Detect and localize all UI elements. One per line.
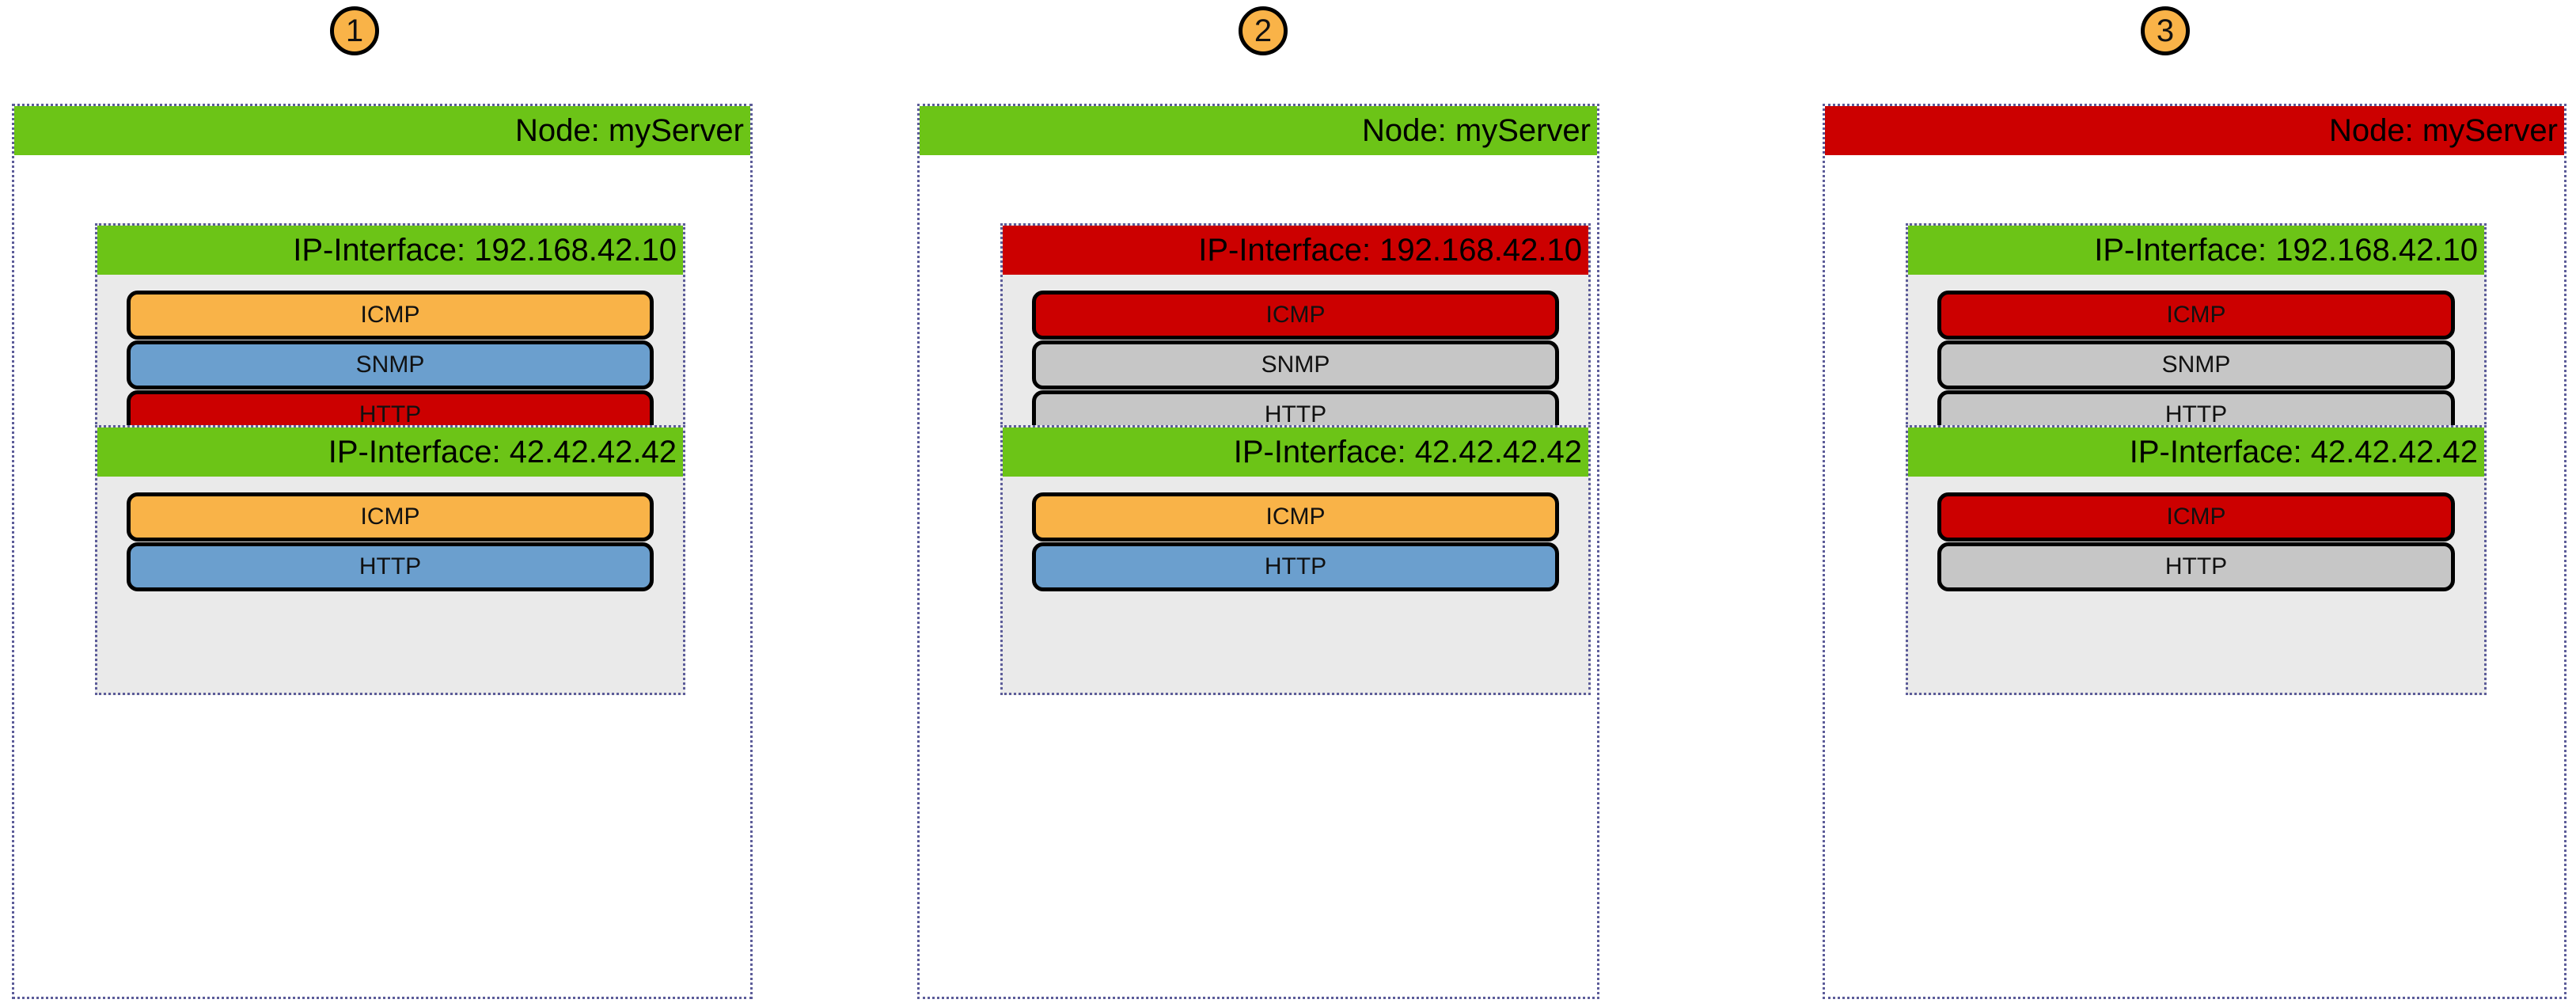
service-pill[interactable]: ICMP — [1032, 492, 1559, 542]
ip-interface-header-label: IP-Interface: 42.42.42.42 — [1908, 428, 2484, 477]
step-badge-1: 1 — [330, 6, 379, 55]
ip-interface-header-label: IP-Interface: 192.168.42.10 — [97, 226, 683, 275]
service-pill[interactable]: ICMP — [1937, 291, 2455, 340]
service-pill[interactable]: ICMP — [1937, 492, 2455, 542]
node-header-label: Node: myServer — [920, 106, 1597, 155]
service-pill[interactable]: HTTP — [1032, 542, 1559, 591]
service-pill[interactable]: ICMP — [127, 291, 654, 340]
service-pill[interactable]: ICMP — [127, 492, 654, 542]
ip-interface-header-label: IP-Interface: 192.168.42.10 — [1908, 226, 2484, 275]
step-badge-2: 2 — [1239, 6, 1288, 55]
service-pill[interactable]: HTTP — [1937, 542, 2455, 591]
service-pill[interactable]: SNMP — [127, 340, 654, 390]
service-pill[interactable]: HTTP — [127, 542, 654, 591]
ip-interface-header-label: IP-Interface: 42.42.42.42 — [1003, 428, 1588, 477]
service-pill[interactable]: SNMP — [1032, 340, 1559, 390]
node-header-label: Node: myServer — [1825, 106, 2564, 155]
ip-interface-header-label: IP-Interface: 42.42.42.42 — [97, 428, 683, 477]
ip-interface-header-label: IP-Interface: 192.168.42.10 — [1003, 226, 1588, 275]
service-pill[interactable]: ICMP — [1032, 291, 1559, 340]
node-header-label: Node: myServer — [14, 106, 750, 155]
step-badge-3: 3 — [2141, 6, 2190, 55]
service-pill[interactable]: SNMP — [1937, 340, 2455, 390]
